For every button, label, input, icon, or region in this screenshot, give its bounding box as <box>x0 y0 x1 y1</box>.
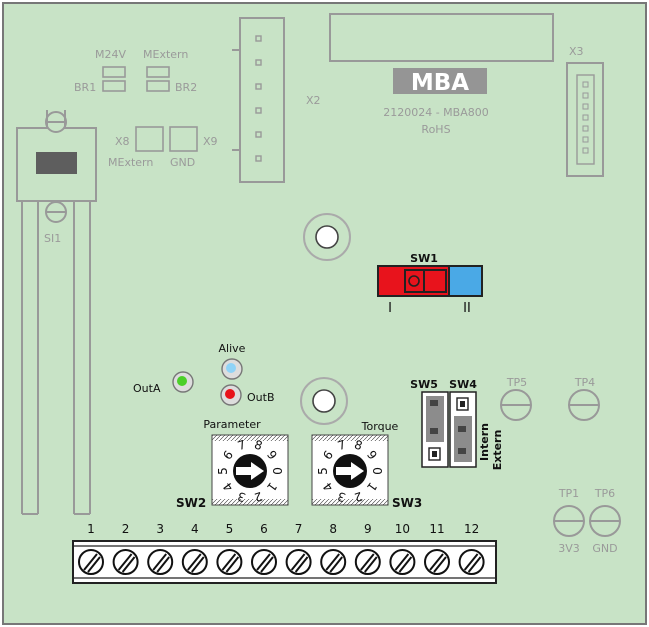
terminal-number-9: 9 <box>364 522 372 536</box>
x9-label: X9 <box>203 135 218 148</box>
terminal-block <box>72 540 497 584</box>
sw3-digit-7: 7 <box>336 437 348 453</box>
terminal-screw-12[interactable] <box>458 549 485 575</box>
terminal-screw-10[interactable] <box>389 549 416 575</box>
tp6-label: TP6 <box>594 487 615 500</box>
terminal-screw-7[interactable] <box>285 549 312 575</box>
terminal-screw-9[interactable] <box>354 549 381 575</box>
sw4-dip-switch[interactable] <box>449 391 477 468</box>
terminal-screw-11[interactable] <box>424 549 450 575</box>
intern-label: Intern <box>478 423 491 461</box>
terminal-number-10: 10 <box>395 522 410 536</box>
sw3-digit-5: 5 <box>316 467 330 475</box>
sw1-switch[interactable] <box>377 265 483 297</box>
sw3-label: SW3 <box>392 496 422 510</box>
test-point-tp1 <box>553 505 585 537</box>
sw2-label: SW2 <box>176 496 206 510</box>
sw4-label: SW4 <box>449 378 477 391</box>
fuse-body <box>36 152 77 174</box>
sw2-digit-2: 2 <box>253 489 265 505</box>
terminal-number-2: 2 <box>122 522 130 536</box>
sw2-digit-0: 0 <box>270 467 284 475</box>
connector-x3 <box>566 62 604 177</box>
terminal-number-7: 7 <box>295 522 303 536</box>
terminal-number-3: 3 <box>156 522 164 536</box>
terminal-number-4: 4 <box>191 522 199 536</box>
x2-label: X2 <box>306 94 321 107</box>
sw1-pos-i: I <box>388 301 392 316</box>
sw2-digit-3: 3 <box>236 489 248 505</box>
mounting-hole-top <box>303 213 351 261</box>
tp4-label: TP4 <box>574 376 595 389</box>
gnd-label: GND <box>170 156 195 169</box>
led-alive <box>221 358 243 380</box>
tp1-sub-label: 3V3 <box>558 542 580 555</box>
sw3-digit-3: 3 <box>336 489 348 505</box>
sw2-digit-5: 5 <box>216 467 230 475</box>
rohs-label: RoHS <box>421 123 450 136</box>
sw3-digit-2: 2 <box>353 489 365 505</box>
terminal-screw-1[interactable] <box>78 549 104 575</box>
outa-label: OutA <box>133 382 161 395</box>
extern-label: Extern <box>491 430 504 471</box>
jumper-x8-x9 <box>135 126 198 152</box>
sw5-label: SW5 <box>410 378 438 391</box>
terminal-screw-3[interactable] <box>147 549 174 575</box>
connector-x2 <box>232 17 285 183</box>
terminal-screw-6[interactable] <box>251 549 277 575</box>
sw5-dip-switch[interactable] <box>421 391 449 468</box>
sw3-digit-8: 8 <box>353 437 365 453</box>
x8-label: X8 <box>115 135 130 148</box>
sw1-pos-ii: II <box>463 301 471 316</box>
m24v-label: M24V <box>95 48 126 61</box>
terminal-screw-2[interactable] <box>112 549 139 575</box>
terminal-number-8: 8 <box>329 522 337 536</box>
mextern-top-label: MExtern <box>143 48 188 61</box>
sw2-digit-8: 8 <box>253 437 265 453</box>
si1-label: SI1 <box>44 232 61 245</box>
terminal-screw-5[interactable] <box>216 549 243 575</box>
tp5-label: TP5 <box>506 376 527 389</box>
br1-label: BR1 <box>74 81 96 94</box>
mextern-label: MExtern <box>108 156 153 169</box>
test-point-tp5 <box>500 389 532 421</box>
mba-logo: MBA <box>393 68 487 96</box>
tp6-sub-label: GND <box>592 542 617 555</box>
bridge-br2 <box>146 66 170 92</box>
sw2-caption: Parameter <box>203 418 261 431</box>
terminal-screw-4[interactable] <box>181 549 208 575</box>
mounting-hole-middle <box>300 377 348 425</box>
led-outb <box>220 384 242 406</box>
outb-label: OutB <box>247 391 275 404</box>
x3-label: X3 <box>569 45 584 58</box>
terminal-number-6: 6 <box>260 522 268 536</box>
sw3-caption: Torque <box>361 420 399 433</box>
label-area <box>329 13 554 62</box>
logo-text: MBA <box>411 70 469 96</box>
terminal-number-12: 12 <box>464 522 479 536</box>
test-point-tp6 <box>589 505 621 537</box>
sw2-digit-7: 7 <box>236 437 248 453</box>
alive-label: Alive <box>219 342 246 355</box>
part-number: 2120024 - MBA800 <box>383 106 489 119</box>
sw1-label: SW1 <box>410 252 438 265</box>
test-point-tp4 <box>568 389 600 421</box>
sw3-digit-0: 0 <box>370 467 384 475</box>
terminal-number-5: 5 <box>226 522 234 536</box>
tp1-label: TP1 <box>558 487 579 500</box>
terminal-number-11: 11 <box>429 522 444 536</box>
terminal-number-1: 1 <box>87 522 95 536</box>
bridge-br1 <box>102 66 126 92</box>
led-outa <box>172 371 194 393</box>
br2-label: BR2 <box>175 81 197 94</box>
terminal-screw-8[interactable] <box>320 549 347 575</box>
